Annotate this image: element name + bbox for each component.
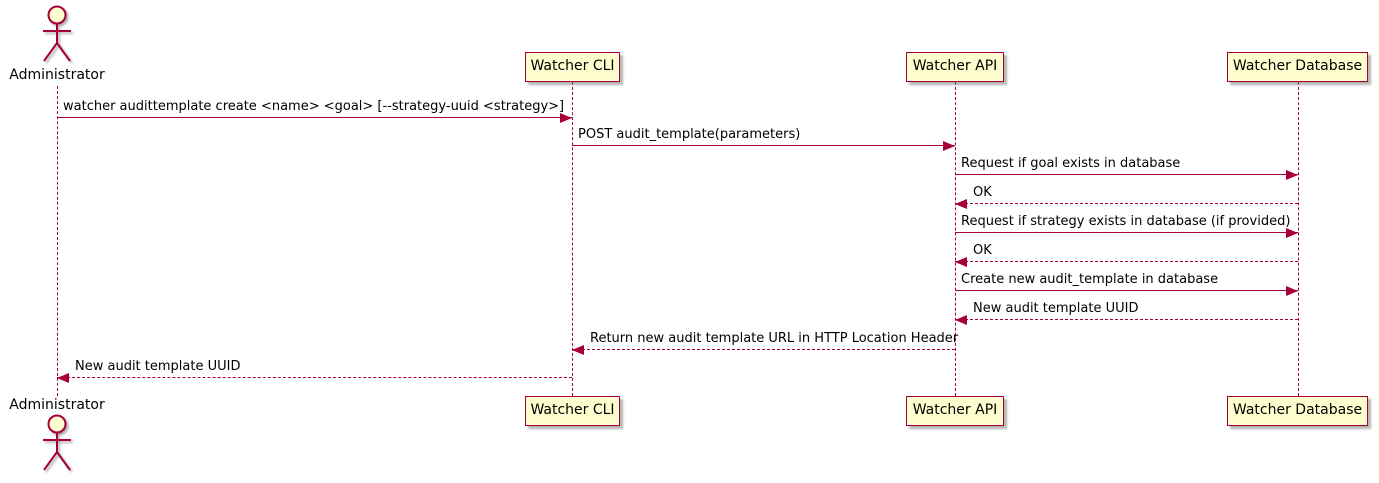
arrowhead-left-icon	[57, 373, 69, 383]
actor-stick-figure-icon	[43, 414, 71, 471]
message-8-label: New audit template UUID	[973, 301, 1139, 316]
arrowhead-right-icon	[943, 141, 955, 151]
message-1-line	[57, 117, 572, 118]
message-7-line	[955, 290, 1298, 291]
arrowhead-right-icon	[1286, 228, 1298, 238]
participant-box-watcher-api-bottom: Watcher API	[906, 396, 1004, 426]
participant-box-watcher-cli-bottom: Watcher CLI	[525, 396, 620, 426]
lifeline-watcher-api	[955, 82, 956, 396]
lifeline-administrator	[57, 86, 58, 396]
message-5-line	[955, 232, 1298, 233]
message-10-line	[57, 377, 572, 378]
actor-label-bottom: Administrator	[9, 397, 105, 413]
message-1: watcher audittemplate create <name> <goa…	[57, 96, 572, 123]
actor-label-top: Administrator	[9, 67, 105, 83]
participant-box-watcher-database-bottom: Watcher Database	[1227, 396, 1368, 426]
arrowhead-left-icon	[955, 257, 967, 267]
arrowhead-left-icon	[955, 315, 967, 325]
message-3-label: Request if goal exists in database	[961, 156, 1181, 171]
message-10: New audit template UUID	[57, 356, 572, 383]
message-6-line	[955, 261, 1298, 262]
message-5-label: Request if strategy exists in database (…	[961, 214, 1291, 229]
participant-box-watcher-cli-top: Watcher CLI	[525, 52, 620, 82]
message-10-label: New audit template UUID	[75, 359, 241, 374]
message-9: Return new audit template URL in HTTP Lo…	[572, 328, 959, 355]
lifeline-watcher-cli	[572, 82, 573, 396]
participant-box-watcher-api-top: Watcher API	[906, 52, 1004, 82]
message-7-label: Create new audit_template in database	[961, 272, 1219, 287]
message-8: New audit template UUID	[955, 298, 1298, 325]
message-4-label: OK	[973, 185, 992, 200]
message-3-line	[955, 174, 1298, 175]
arrowhead-left-icon	[572, 345, 584, 355]
message-4: OK	[955, 182, 1298, 209]
actor-stick-figure-icon	[43, 5, 71, 62]
message-9-line	[572, 349, 955, 350]
message-7: Create new audit_template in database	[955, 269, 1298, 296]
message-5: Request if strategy exists in database (…	[955, 211, 1298, 238]
message-4-line	[955, 203, 1298, 204]
lifeline-watcher-database	[1298, 82, 1299, 396]
arrowhead-right-icon	[1286, 170, 1298, 180]
message-3: Request if goal exists in database	[955, 153, 1298, 180]
participant-box-watcher-database-top: Watcher Database	[1227, 52, 1368, 82]
message-2: POST audit_template(parameters)	[572, 124, 955, 151]
message-9-label: Return new audit template URL in HTTP Lo…	[590, 331, 959, 346]
arrowhead-right-icon	[560, 113, 572, 123]
message-1-label: watcher audittemplate create <name> <goa…	[63, 99, 565, 114]
message-6-label: OK	[973, 243, 992, 258]
message-6: OK	[955, 240, 1298, 267]
arrowhead-left-icon	[955, 199, 967, 209]
message-8-line	[955, 319, 1298, 320]
message-2-line	[572, 145, 955, 146]
message-2-label: POST audit_template(parameters)	[578, 127, 801, 142]
arrowhead-right-icon	[1286, 286, 1298, 296]
